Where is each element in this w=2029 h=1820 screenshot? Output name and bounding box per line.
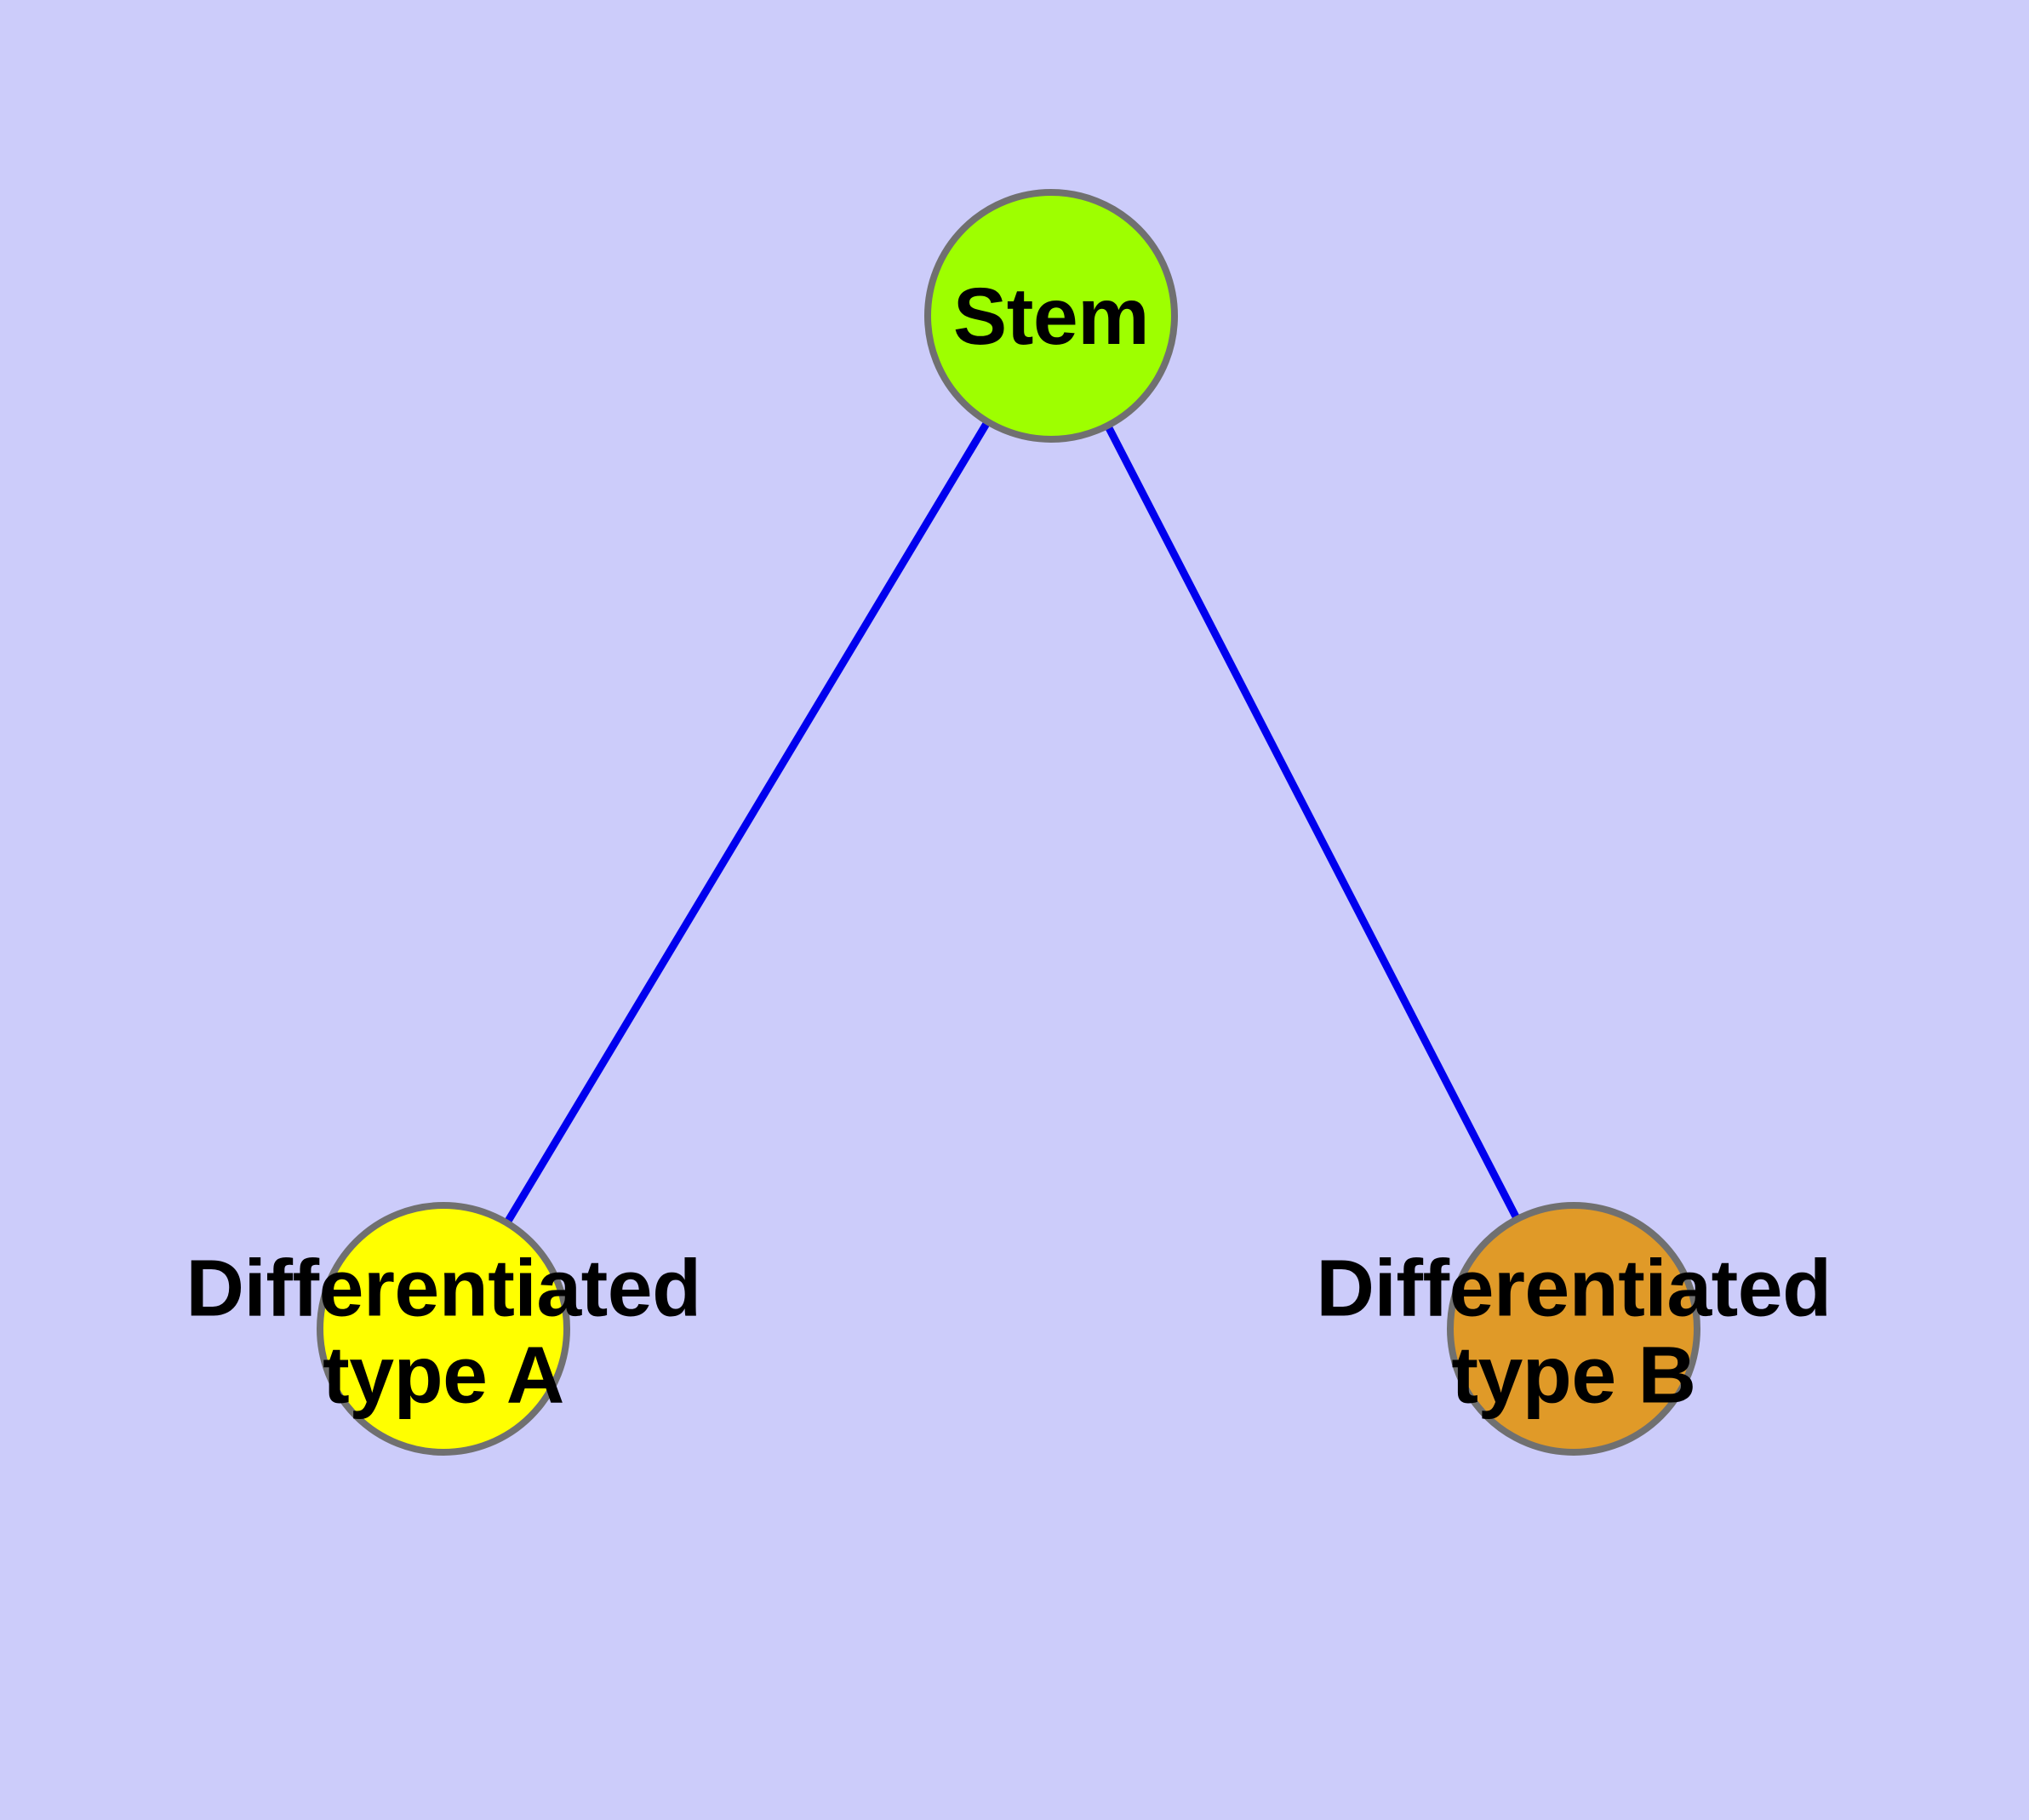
node-differentiated-type-b-label: Differentiated type B [1316,1243,1832,1420]
edge-stem-to-differentiated-type-a[interactable] [440,313,1055,1331]
node-differentiated-type-b[interactable]: Differentiated type B [1316,1202,1832,1456]
edge-stem-to-differentiated-type-b[interactable] [1048,313,1577,1331]
node-differentiated-type-a-label-line-1: Differentiated [186,1243,701,1334]
node-stem[interactable]: Stem [924,189,1178,443]
node-differentiated-type-b-label-line-2: type B [1451,1330,1696,1420]
node-stem-label-line-1: Stem [952,272,1150,363]
node-stem-label: Stem [952,272,1150,363]
node-differentiated-type-a[interactable]: Differentiated type A [186,1202,701,1456]
node-differentiated-type-a-label: Differentiated type A [186,1243,701,1420]
node-differentiated-type-a-label-line-2: type A [323,1330,564,1420]
node-differentiated-type-b-label-line-1: Differentiated [1316,1243,1832,1334]
